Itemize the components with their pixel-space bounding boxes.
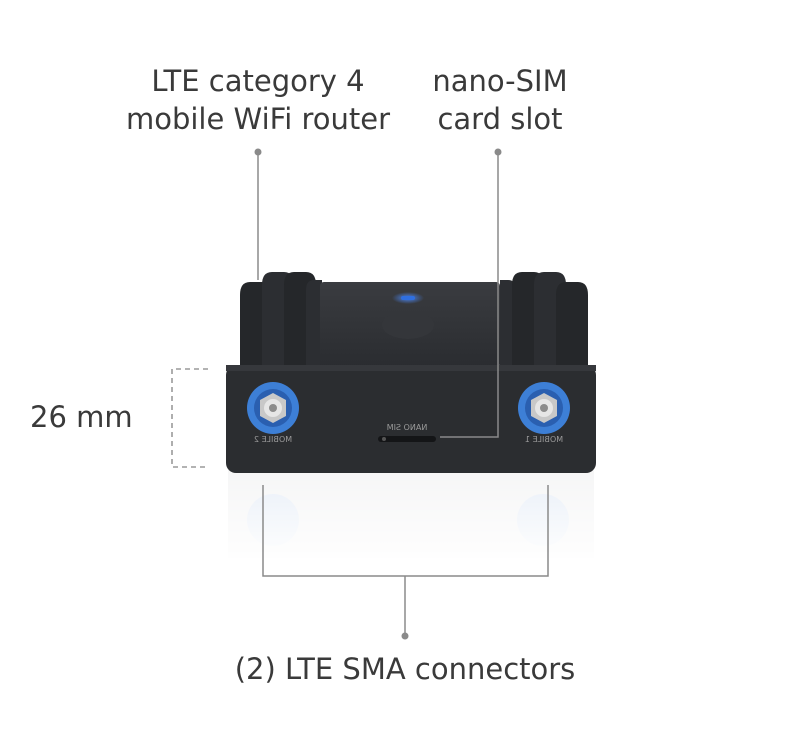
height-dimension-bracket <box>171 368 208 468</box>
right-heatsink <box>500 272 588 365</box>
sim-callout-line2: card slot <box>437 102 563 136</box>
sim-callout-line1: nano-SIM <box>432 64 568 98</box>
port-label-right: MOBILE 1 <box>525 435 563 444</box>
nano-sim-slot <box>378 436 436 442</box>
left-heatsink <box>240 272 322 365</box>
port-label-left: MOBILE 2 <box>254 435 292 444</box>
router-callout-line2: mobile WiFi router <box>125 102 391 136</box>
sma-connector-left <box>247 382 299 434</box>
device-reflection <box>228 470 594 560</box>
device-front-face <box>226 365 596 473</box>
sim-slot-label: NANO SIM <box>387 423 428 432</box>
status-led <box>392 292 424 304</box>
height-dimension-label: 26 mm <box>30 400 133 434</box>
router-callout-line1: LTE category 4 <box>151 64 365 98</box>
sma-connector-right <box>518 382 570 434</box>
top-module <box>320 282 500 368</box>
sim-callout-label: nano-SIM card slot <box>410 62 590 138</box>
leader-lines <box>257 152 549 636</box>
router-callout-label: LTE category 4 mobile WiFi router <box>118 62 398 138</box>
leader-dots <box>254 148 502 640</box>
connectors-callout-label: (2) LTE SMA connectors <box>234 652 576 686</box>
